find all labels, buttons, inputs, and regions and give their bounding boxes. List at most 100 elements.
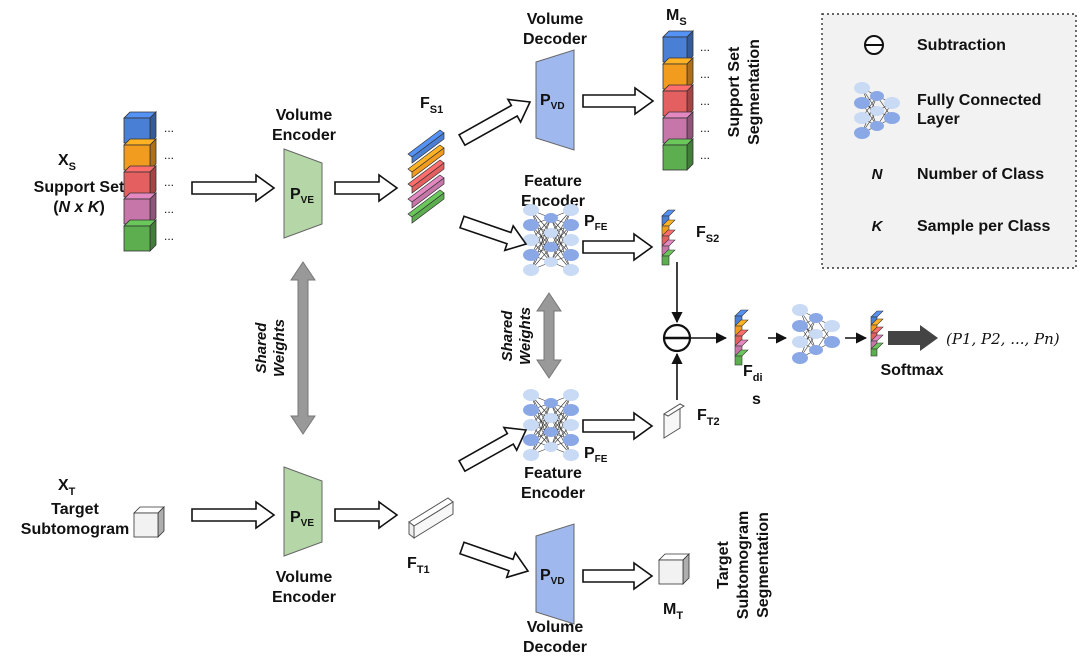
volume-decoder-bottom-line2: Decoder xyxy=(523,639,587,656)
fdis-slice-1 xyxy=(734,309,749,326)
ft1-label: FT1 xyxy=(407,555,430,576)
target-subtomogram-input: XT Target Subtomogram xyxy=(21,477,165,538)
arrow-feature-encoder-to-ft2 xyxy=(582,411,654,441)
legend-fc-edge xyxy=(861,95,878,134)
fc-top-edge xyxy=(550,232,572,271)
arrow-encoder-to-fs1 xyxy=(334,173,399,203)
fc-bottom-node xyxy=(523,434,539,446)
ms-cube-1-side xyxy=(686,30,694,63)
fdis-label: Fdi xyxy=(743,363,763,384)
legend-fc-text-line1: Fully Connected xyxy=(917,92,1041,109)
fc-top-node xyxy=(544,213,558,223)
fc-top-node xyxy=(563,204,579,216)
support-cube-4 xyxy=(123,192,157,225)
fc-bottom-edge xyxy=(530,402,552,441)
legend-n-text: Number of Class xyxy=(917,166,1044,183)
mt-cube xyxy=(658,553,690,585)
support-seg-line1: Support Set xyxy=(726,46,743,137)
legend-subtraction-text: Subtraction xyxy=(917,37,1006,54)
volume-encoder-bottom: PVE Volume Encoder xyxy=(272,466,336,606)
fc-bottom-node xyxy=(544,427,558,437)
p-ve-label-top: PVE xyxy=(290,186,314,206)
fc-final-node xyxy=(809,345,823,355)
support-cube-2 xyxy=(123,138,157,171)
fc-top-node xyxy=(523,204,539,216)
fc-top-edge xyxy=(530,217,552,256)
ms-cube-5 xyxy=(662,138,694,171)
softmax-arrow xyxy=(888,325,938,351)
legend-fc-node xyxy=(854,97,870,109)
target-seg-line2: Subtomogram xyxy=(735,511,752,619)
shared-weights-feature-line2: Weights xyxy=(517,307,534,365)
target-label-line1: Target xyxy=(51,501,99,518)
support-set-size: (N x K) xyxy=(53,199,105,216)
fc-top-node xyxy=(544,242,558,252)
feature-encoder-bottom-line1: Feature xyxy=(524,465,582,482)
ms-cube-5-front xyxy=(662,144,688,171)
fc-bottom-node xyxy=(523,449,539,461)
output-slice-1-top xyxy=(870,310,884,318)
support-set-cubes: ............... xyxy=(123,111,174,252)
support-cube-5-front xyxy=(123,225,151,252)
support-cube-5-side xyxy=(149,219,157,252)
fs1-slice-5-face xyxy=(411,192,445,224)
fc-top-edge xyxy=(530,209,552,248)
p-fe-label-top: PFE xyxy=(584,213,608,233)
fc-bottom-node xyxy=(523,419,539,431)
fc-bottom-nodes xyxy=(523,389,579,461)
support-cube-ellipsis-1: ... xyxy=(164,121,174,135)
ms-cube-4-side xyxy=(686,111,694,144)
fc-bottom-node xyxy=(544,398,558,408)
ms-cube-ellipsis-5: ... xyxy=(700,148,710,162)
ms-cube-3-side xyxy=(686,84,694,117)
p-ve-trapezoid-bottom xyxy=(283,466,323,557)
fc-top-edge xyxy=(550,224,572,263)
feature-encoder-top: Feature Encoder PFE xyxy=(521,173,608,276)
legend-fc-node xyxy=(884,97,900,109)
arrow-decoder-to-ms xyxy=(582,86,655,116)
support-set-input: XS Support Set (N x K) ............... xyxy=(34,111,174,252)
support-cube-ellipsis-2: ... xyxy=(164,148,174,162)
fc-top-node xyxy=(523,249,539,261)
fs1-slice-2 xyxy=(407,144,445,179)
arrow-fs1-to-decoder xyxy=(458,98,532,147)
legend-fc-node xyxy=(870,106,884,116)
ms-cube-2 xyxy=(662,57,694,90)
shared-weights-encoder-line2: Weights xyxy=(271,319,288,377)
fc-final-node xyxy=(792,320,808,332)
output-vector-slices xyxy=(870,310,884,357)
xt-label: XT xyxy=(58,477,76,498)
fc-final-node xyxy=(792,304,808,316)
fdis-label-wrap: s xyxy=(752,391,761,408)
ms-cubes: ............... xyxy=(662,30,710,171)
volume-encoder-bottom-line2: Encoder xyxy=(272,589,336,606)
fdis-slice-1-top xyxy=(734,309,749,317)
fs1-slice-5 xyxy=(407,189,445,224)
legend-k-text: Sample per Class xyxy=(917,218,1051,235)
p-ve-label-bottom: PVE xyxy=(290,509,314,529)
volume-encoder-top-line1: Volume xyxy=(276,107,333,124)
fc-bottom-edge xyxy=(530,402,552,456)
arrow-ft1-to-decoder xyxy=(458,541,530,579)
fs1-slice-2-face xyxy=(411,147,445,179)
legend-fc-node xyxy=(854,127,870,139)
arrow-support-to-encoder xyxy=(191,173,276,203)
feature-encoder-bottom: PFE Feature Encoder xyxy=(521,389,608,502)
legend-fc-icon xyxy=(854,82,900,139)
target-seg-line1: Target xyxy=(715,540,732,588)
mt-cube-icon xyxy=(658,553,690,585)
fdis-slices xyxy=(734,309,749,366)
fc-bottom-edge xyxy=(550,394,572,448)
classifier: Softmax (P1, P2, ..., Pn) xyxy=(792,304,1060,379)
fc-network-bottom xyxy=(523,389,579,461)
support-cube-1-side xyxy=(149,111,157,144)
support-set-title: Support Set xyxy=(34,179,125,196)
support-cube-3-side xyxy=(149,165,157,198)
shared-weights-feature: Shared Weights xyxy=(499,292,562,379)
fc-top-edge xyxy=(550,209,572,263)
shared-weights-encoder: Shared Weights xyxy=(253,261,316,435)
fc-bottom-node xyxy=(563,404,579,416)
fc-bottom-edge xyxy=(530,417,552,456)
ft2-label: FT2 xyxy=(697,407,720,428)
target-cube-front xyxy=(133,512,159,538)
